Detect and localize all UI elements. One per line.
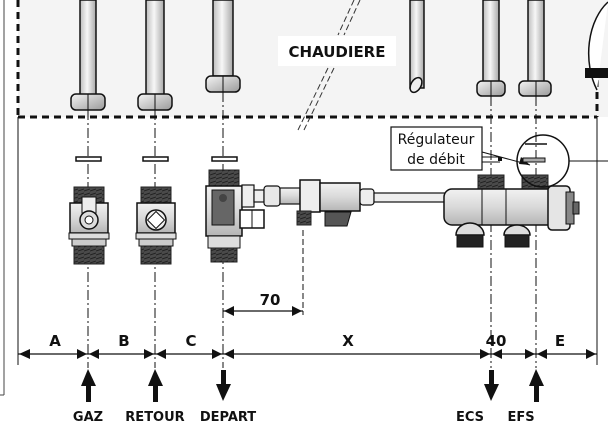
break-lines: [297, 0, 361, 131]
boiler-area: CHAUDIERE: [16, 0, 608, 131]
valve-depart: [205, 169, 265, 263]
callout-box: [390, 126, 483, 171]
dim-a: A: [49, 332, 61, 350]
regulator-body: [299, 179, 321, 213]
boiler-label-box: [278, 36, 396, 66]
tank-fitting: [585, 68, 608, 78]
label-efs: EFS: [507, 410, 534, 425]
callout-line1: Régulateur: [398, 132, 475, 148]
dim-b: B: [118, 332, 129, 350]
regulator-callout: Régulateur de débit: [390, 126, 608, 188]
arrow-up-efs: [529, 369, 544, 402]
boiler-label: CHAUDIERE: [289, 43, 386, 61]
dim-40: 40: [486, 332, 507, 350]
pipe-depart: [205, 0, 241, 93]
valve-retour: [135, 186, 177, 265]
label-depart: DEPART: [200, 410, 256, 425]
manifold-ecs-efs: [443, 174, 580, 248]
label-ecs: ECS: [456, 410, 484, 425]
flow-arrows: [81, 369, 544, 402]
dim-e: E: [555, 332, 565, 350]
callout-line2: de débit: [407, 152, 465, 168]
arrow-down-depart: [216, 370, 231, 401]
arrow-up-gaz: [81, 369, 96, 402]
label-gaz: GAZ: [73, 410, 103, 425]
manifold-tube: [241, 179, 495, 227]
dim-c: C: [185, 332, 196, 350]
pipe-ecs: [476, 0, 506, 97]
valve-gaz: [68, 186, 110, 265]
pipe-efs: [518, 0, 552, 97]
arrow-up-retour: [148, 369, 163, 402]
nut-efs: [518, 80, 552, 97]
arrow-down-ecs: [484, 370, 499, 401]
dimension-row: A B C X 40 E: [18, 332, 597, 359]
gaskets: [75, 156, 238, 162]
boiler-pipes: [70, 0, 552, 111]
pipe-gaz: [70, 0, 106, 111]
label-retour: RETOUR: [125, 410, 184, 425]
dim-70: 70: [260, 291, 281, 309]
pipe-retour: [137, 0, 173, 111]
pipe-cut: [409, 0, 425, 94]
dim-x: X: [342, 332, 354, 350]
dimension-70: 70: [223, 291, 303, 316]
